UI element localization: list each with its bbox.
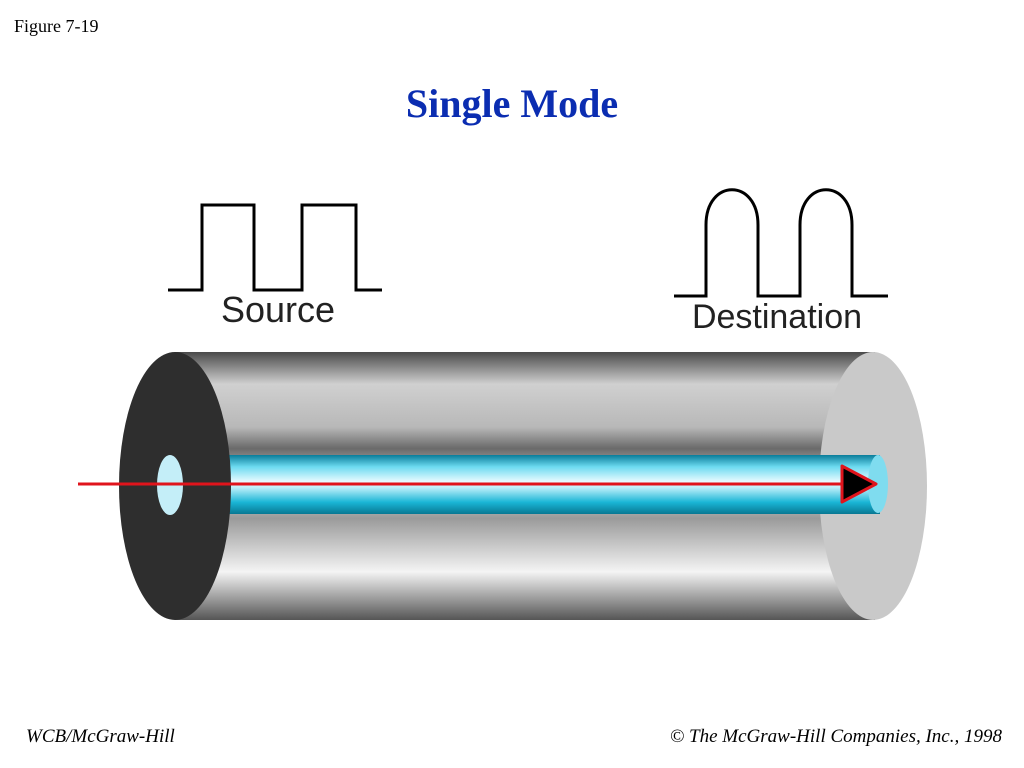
figure-label: Figure 7-19 [14,16,99,36]
copyright-symbol: © [669,726,685,747]
slide-title: Single Mode [405,81,619,126]
source-square-wave [168,203,382,292]
source-label: Source [221,289,335,330]
signal-arrowhead [840,464,878,504]
footer-publisher: WCB/McGraw-Hill [26,726,175,747]
fiber-core-end [868,455,888,513]
destination-rounded-wave [674,188,888,298]
destination-label: Destination [692,298,862,336]
copyright-text: The McGraw-Hill Companies, Inc., 1998 [689,726,1002,747]
footer-copyright: © The McGraw-Hill Companies, Inc., 1998 [670,726,1002,748]
